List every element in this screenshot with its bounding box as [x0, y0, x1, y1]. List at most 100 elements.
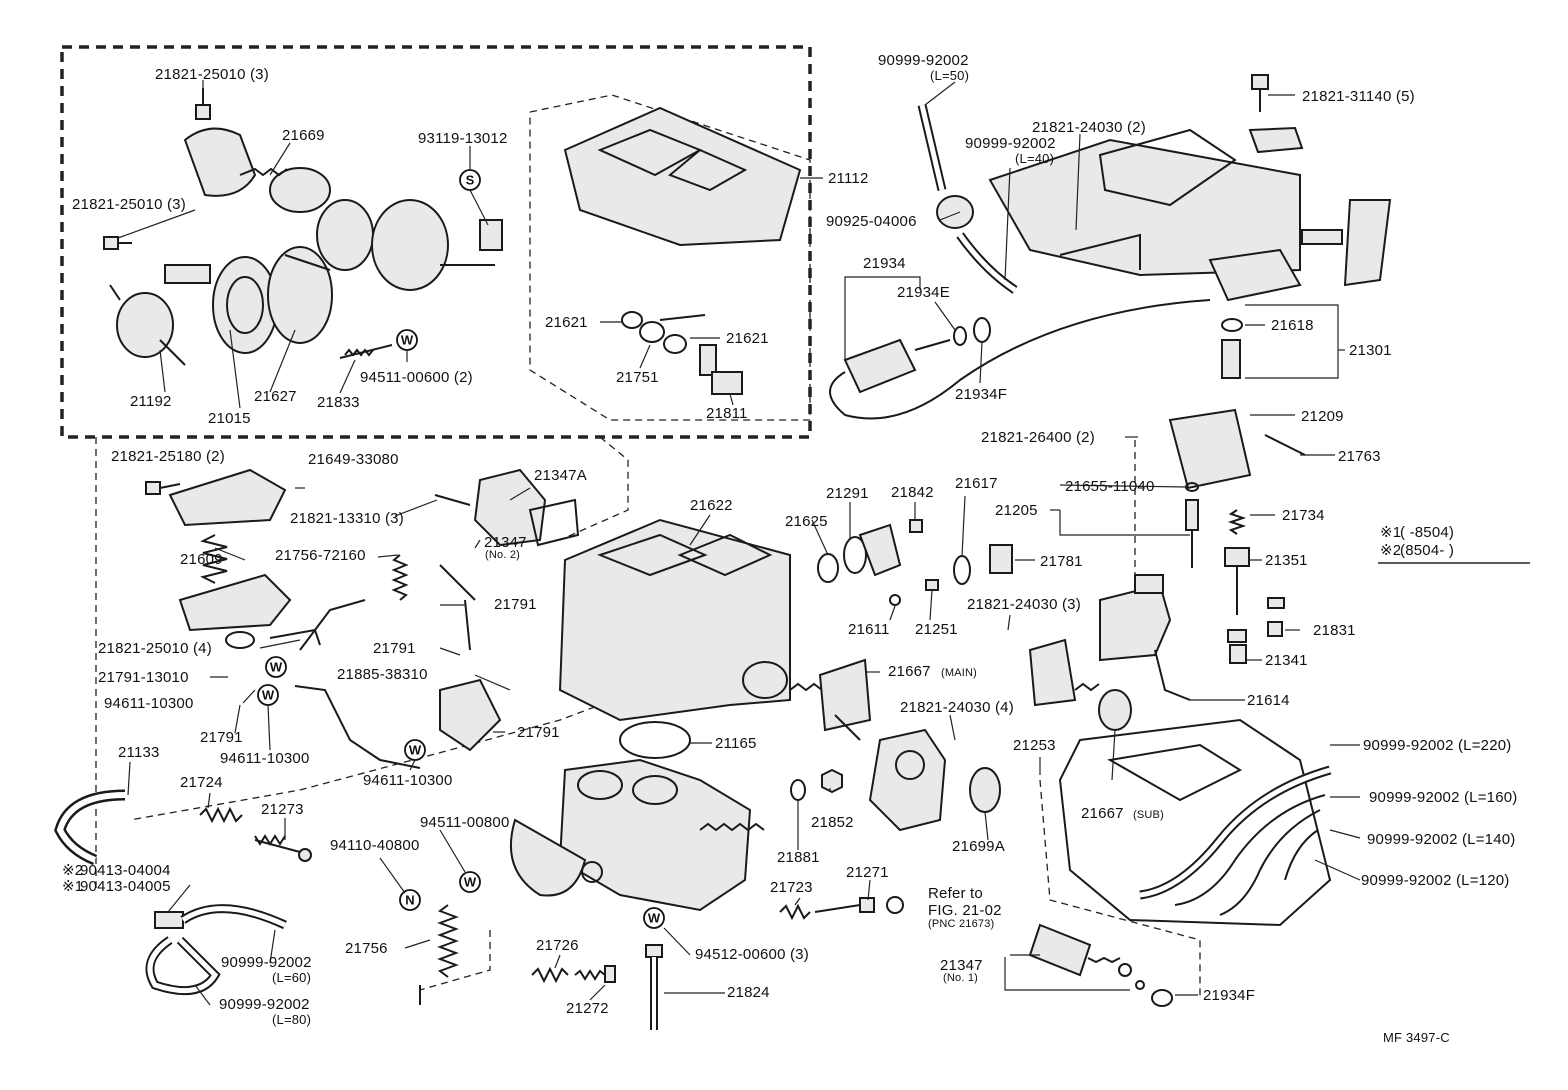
hose-l40	[956, 232, 1018, 294]
needle-21205	[1185, 482, 1199, 568]
throttle-body-21165	[509, 758, 765, 912]
cover-21609	[168, 468, 292, 649]
label-21699A: 21699A	[952, 838, 1005, 855]
label-21811: 21811	[706, 405, 748, 422]
small-parts-mid	[790, 519, 1013, 801]
intake-manifold	[1058, 718, 1332, 927]
label-21821-24030-b: 21821-24030 (3)	[967, 596, 1081, 613]
label-21133: 21133	[118, 744, 160, 761]
label-21821-24030-a: 21821-24030 (2)	[1032, 119, 1146, 136]
label-21781: 21781	[1040, 553, 1083, 570]
vacuum-break-21192	[109, 264, 211, 366]
label-21192: 21192	[130, 393, 172, 410]
label-21209: 21209	[1301, 408, 1344, 425]
label-21791-c: 21791	[200, 729, 243, 746]
label-90999-92002-l220: 90999-92002 (L=220)	[1363, 737, 1512, 754]
label-21833: 21833	[317, 394, 360, 411]
label-94511-00600: 94511-00600 (2)	[360, 369, 473, 386]
label-21625: 21625	[785, 513, 828, 530]
note-mark-2: ※2	[62, 862, 84, 879]
label-21791-d: 21791	[517, 724, 560, 741]
diaphragm-21667-sub	[1028, 638, 1132, 731]
lever-assembly	[439, 564, 502, 752]
svg-text:W: W	[409, 743, 422, 758]
screw-21273	[254, 834, 312, 862]
label-no2: (No. 2)	[485, 549, 521, 561]
label-21669: 21669	[282, 127, 325, 144]
svg-text:W: W	[270, 660, 283, 675]
spring-21726	[531, 966, 569, 984]
label-21821-25010-a: 21821-25010 (3)	[155, 66, 269, 83]
dash-link-lower	[129, 689, 641, 821]
link-rod	[269, 599, 421, 769]
solenoid-21301	[1208, 248, 1302, 379]
symbol-w-3: W	[257, 684, 279, 706]
label-94511-00800: 94511-00800	[420, 814, 510, 831]
label-21351: 21351	[1265, 552, 1308, 569]
label-sub: (SUB)	[1133, 809, 1164, 821]
dash-link-right	[1039, 779, 1201, 1000]
label-21751: 21751	[616, 369, 659, 386]
label-21726: 21726	[536, 937, 579, 954]
label-90999-92002-l80: 90999-92002	[219, 996, 310, 1013]
label-21734: 21734	[1282, 507, 1325, 524]
label-21791-13010: 21791-13010	[98, 669, 189, 686]
label-21885-38310: 21885-38310	[337, 666, 428, 683]
label-94611-10300-b: 94611-10300	[220, 750, 310, 767]
label-21347-no1: 21347	[940, 957, 983, 974]
bracket-right	[1248, 126, 1392, 287]
label-21273: 21273	[261, 801, 304, 818]
screw-21833	[339, 344, 393, 359]
note-mark-1: ※1	[62, 878, 84, 895]
figure-code: MF 3497-C	[1383, 1030, 1450, 1045]
valve-21347-no1	[1028, 923, 1173, 1007]
housing-assembly	[316, 199, 503, 291]
svg-text:S: S	[466, 173, 475, 188]
label-21655-11040: 21655-11040	[1065, 478, 1155, 495]
label-21821-25010-c: 21821-25010 (4)	[98, 640, 212, 657]
label-l50: (L=50)	[930, 68, 970, 83]
label-21617: 21617	[955, 475, 998, 492]
label-21272: 21272	[566, 1000, 609, 1017]
label-21821-13310: 21821-13310 (3)	[290, 510, 404, 527]
vsv-90413	[145, 904, 287, 996]
svg-text:W: W	[648, 911, 661, 926]
label-21821-25180: 21821-25180 (2)	[111, 448, 225, 465]
screw-21272	[574, 965, 616, 983]
dash-link-spring	[419, 930, 491, 991]
label-21609: 21609	[180, 551, 223, 568]
carburetor-body-21622	[558, 518, 791, 759]
label-90999-92002-l140: 90999-92002 (L=140)	[1367, 831, 1516, 848]
label-l60: (L=60)	[272, 970, 312, 985]
symbol-w-4: W	[404, 739, 426, 761]
label-21821-26400: 21821-26400 (2)	[981, 429, 1095, 446]
vacuum-hoses	[1139, 765, 1332, 916]
bolt-21821-31140	[1251, 74, 1269, 112]
label-21621-b: 21621	[726, 330, 769, 347]
label-21934E: 21934E	[897, 284, 950, 301]
label-l80: (L=80)	[272, 1012, 312, 1027]
legend-mark-1: ※1	[1380, 524, 1402, 541]
label-21723: 21723	[770, 879, 813, 896]
label-90999-92002-l40: 90999-92002	[965, 135, 1056, 152]
manifold-bracket	[988, 128, 1301, 277]
symbol-s: S	[459, 169, 481, 191]
label-main: (MAIN)	[941, 667, 978, 679]
label-21253: 21253	[1013, 737, 1056, 754]
symbol-w-5: W	[459, 871, 481, 893]
label-93119-13012: 93119-13012	[418, 130, 508, 147]
symbol-w-2: W	[265, 656, 287, 678]
label-21852: 21852	[811, 814, 854, 831]
label-90925-04006: 90925-04006	[826, 213, 917, 230]
springs-21723-21271	[779, 896, 904, 921]
label-21165: 21165	[715, 735, 757, 752]
label-no1: (No. 1)	[943, 972, 979, 984]
legend-range-2: (8504- )	[1400, 542, 1455, 559]
symbol-n: N	[399, 889, 421, 911]
label-21667-sub: 21667	[1081, 805, 1124, 822]
label-94110-40800: 94110-40800	[330, 837, 420, 854]
gaskets-21621	[621, 311, 706, 354]
label-94512-00600: 94512-00600 (3)	[695, 946, 809, 963]
legend-mark-2: ※2	[1380, 542, 1402, 559]
